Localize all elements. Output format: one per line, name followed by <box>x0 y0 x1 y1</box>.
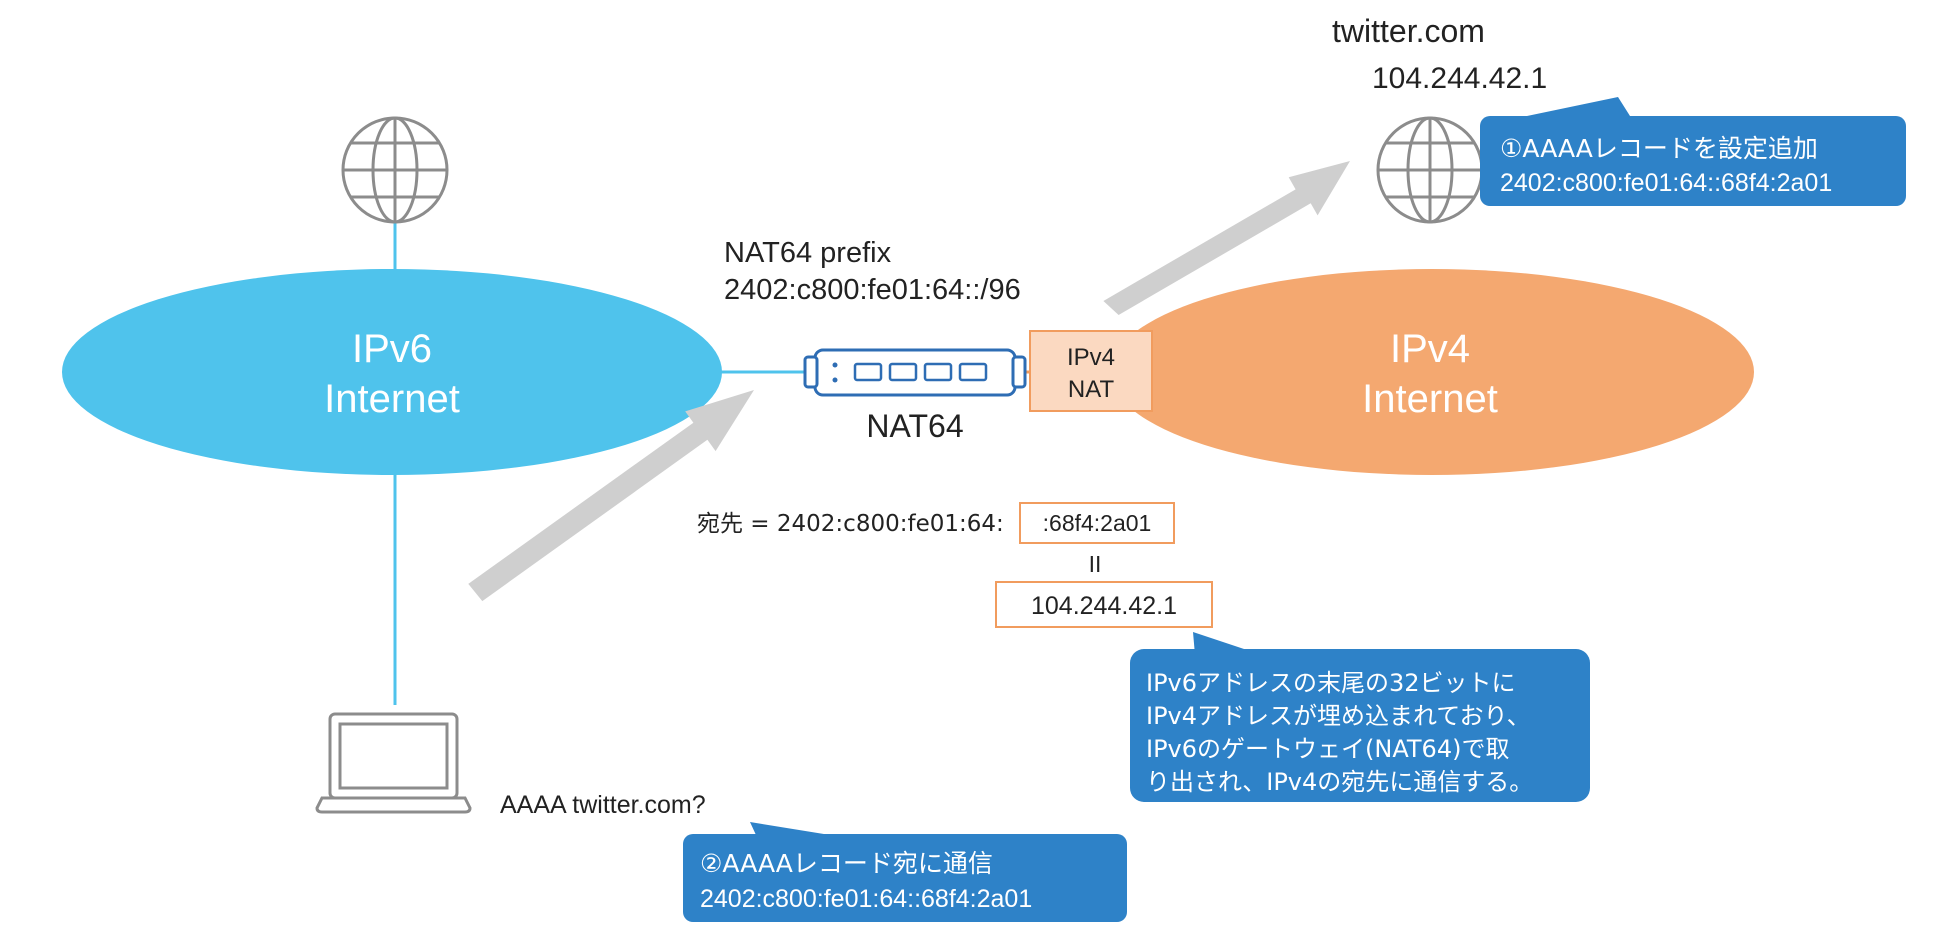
router-icon <box>803 348 1027 397</box>
server-ipv4: 104.244.42.1 <box>1372 62 1547 95</box>
callout-explanation-line4: り出され、IPv4の宛先に通信する。 <box>1146 768 1533 796</box>
callout-send-to-record-line1: ②AAAAレコード宛に通信 <box>700 849 993 878</box>
nat64-prefix-title: NAT64 prefix <box>724 237 892 269</box>
client-to-router-arrow <box>468 390 754 602</box>
callout-send-to-record: ②AAAAレコード宛に通信 2402:c800:fe01:64::68f4:2a… <box>683 822 1127 922</box>
ipv6-internet-shape <box>62 269 722 475</box>
callout-send-to-record-line2: 2402:c800:fe01:64::68f4:2a01 <box>700 885 1032 913</box>
ipv4-internet-label-line2: Internet <box>1362 377 1498 421</box>
router-to-server-arrow <box>1103 161 1350 315</box>
router-label: NAT64 <box>866 408 963 444</box>
ipv4-internet-shape <box>1110 269 1754 475</box>
ipv6-internet: IPv6 Internet <box>62 269 722 475</box>
callout-explanation: IPv6アドレスの末尾の32ビットに IPv4アドレスが埋め込まれており、 IP… <box>1130 632 1590 802</box>
destination-ipv4-box <box>995 581 1213 628</box>
client-query: AAAA twitter.com? <box>500 791 706 819</box>
callout-record-added-line2: 2402:c800:fe01:64::68f4:2a01 <box>1500 169 1832 197</box>
destination-equals-sign: II <box>1089 551 1102 577</box>
callout-explanation-line2: IPv4アドレスが埋め込まれており、 <box>1146 702 1531 730</box>
callout-explanation-line1: IPv6アドレスの末尾の32ビットに <box>1146 669 1516 697</box>
server-name: twitter.com <box>1332 13 1485 49</box>
destination-suffix-box <box>1019 502 1175 544</box>
ipv4-nat-label-line2: NAT <box>1068 376 1115 403</box>
server-globe-icon <box>1376 116 1484 224</box>
ipv4-internet: IPv4 Internet <box>1110 269 1754 475</box>
ipv6-internet-label-line2: Internet <box>324 377 460 421</box>
nat64-prefix-value: 2402:c800:fe01:64::/96 <box>724 274 1021 306</box>
ipv4-nat-label-line1: IPv4 <box>1067 344 1115 371</box>
globe-icon <box>341 116 449 224</box>
ipv6-internet-label-line1: IPv6 <box>352 327 432 371</box>
ipv4-internet-label-line1: IPv4 <box>1390 327 1470 371</box>
callout-record-added-line1: ①AAAAレコードを設定追加 <box>1500 134 1818 163</box>
ipv4-nat-box-shape <box>1029 330 1153 412</box>
destination-ipv4: 104.244.42.1 <box>1031 592 1177 620</box>
callout-record-added: ①AAAAレコードを設定追加 2402:c800:fe01:64::68f4:2… <box>1480 97 1906 206</box>
ipv4-nat-box: IPv4 NAT <box>1029 330 1153 412</box>
destination-address-suffix: :68f4:2a01 <box>1043 510 1152 536</box>
laptop-icon <box>315 712 472 814</box>
destination-address-prefix: 宛先 = 2402:c800:fe01:64: <box>697 511 1004 537</box>
callout-explanation-line3: IPv6のゲートウェイ(NAT64)で取 <box>1146 735 1509 763</box>
